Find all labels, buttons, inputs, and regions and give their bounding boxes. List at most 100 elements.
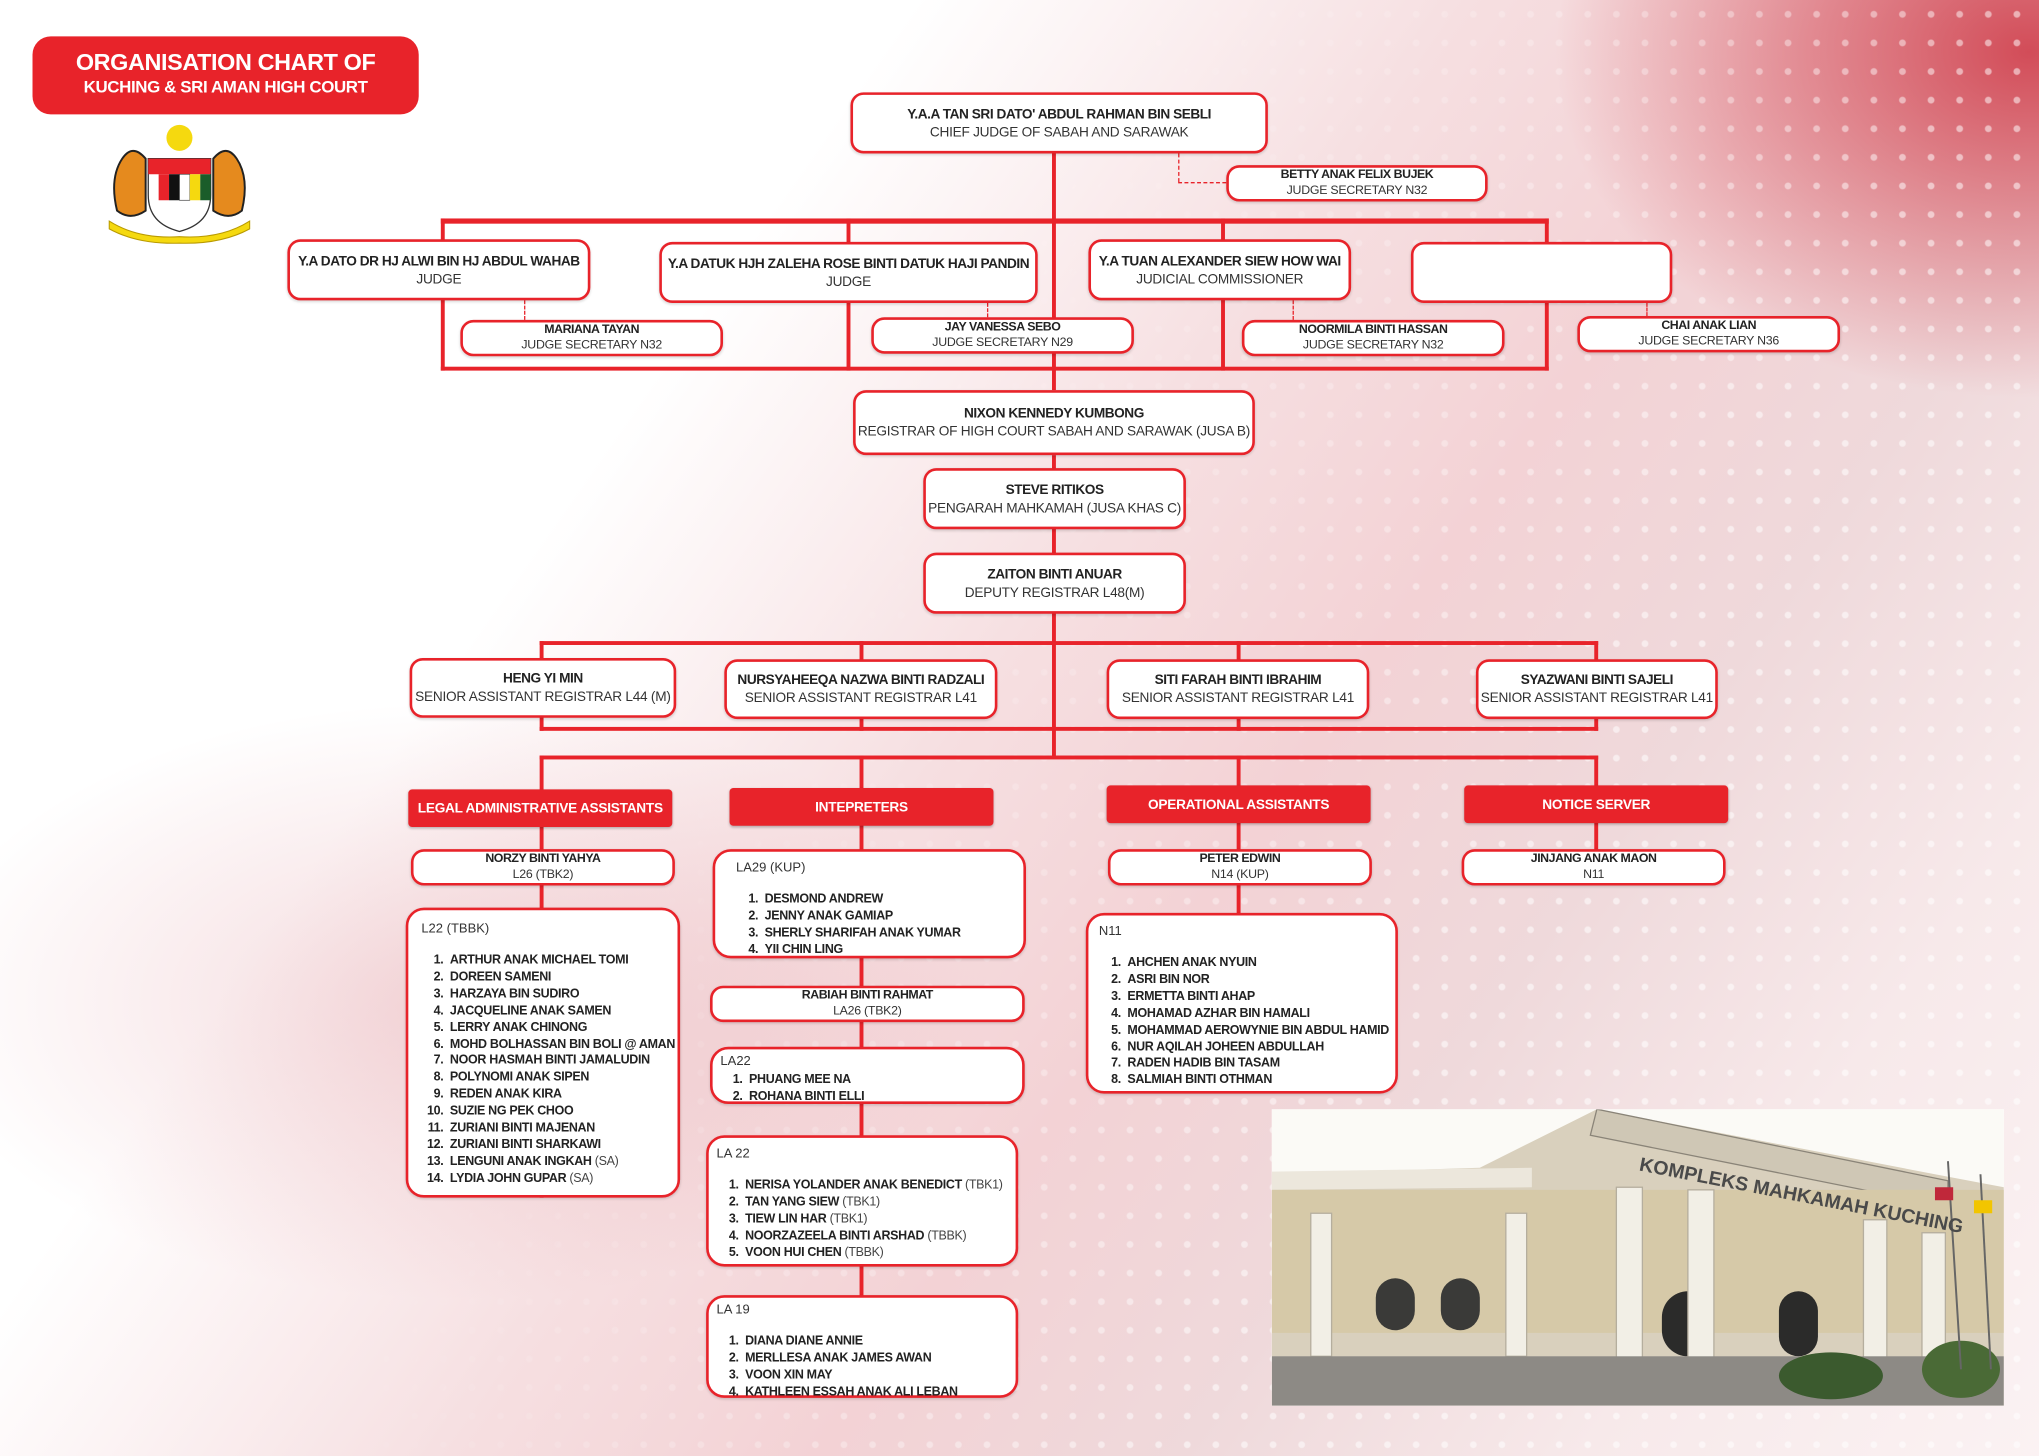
title-line-1: ORGANISATION CHART OF <box>75 49 376 76</box>
connector <box>859 755 864 1298</box>
person-title: JUDGE SECRETARY N29 <box>932 335 1073 350</box>
staff-name: AHCHEN ANAK NYUIN <box>1127 955 1257 971</box>
staff-name: JENNY ANAK GAMIAP <box>764 908 894 924</box>
item-number: 1. <box>748 892 759 907</box>
chief-judge-box: Y.A.A TAN SRI DATO' ABDUL RAHMAN BIN SEB… <box>850 92 1268 154</box>
list-item: 6.NUR AQILAH JOHEEN ABDULLAH <box>1099 1040 1382 1057</box>
list-item: 5.VOON HUI CHEN (TBBK) <box>717 1245 1003 1262</box>
item-number: 13. <box>427 1154 444 1169</box>
person-name: JAY VANESSA SEBO <box>944 319 1061 335</box>
list-item: 1.PHUANG MEE NA <box>720 1073 1009 1090</box>
staff-name: YII CHIN LING <box>764 942 844 957</box>
staff-name: MOHAMMAD AEROWYNIE BIN ABDUL HAMID <box>1127 1022 1389 1038</box>
item-number: 3. <box>1111 989 1121 1004</box>
person-title: JUDGE SECRETARY N36 <box>1638 334 1780 349</box>
staff-note: (TBK1) <box>965 1178 1003 1193</box>
person-title: N11 <box>1583 867 1605 882</box>
header-notice-server: NOTICE SERVER <box>1464 785 1729 824</box>
list-item: 12. ZURIANI BINTI SHARKAWI <box>421 1138 664 1155</box>
person-title: SENIOR ASSISTANT REGISTRAR L41 <box>744 690 977 707</box>
person-name: NIXON KENNEDY KUMBONG <box>964 405 1144 422</box>
grade-label: LA 22 <box>716 1146 750 1162</box>
person-name: SYAZWANI BINTI SAJELI <box>1520 672 1674 688</box>
staff-note: (TBK1) <box>842 1194 880 1210</box>
staff-name: NOOR HASMAH BINTI JAMALUDIN <box>449 1053 650 1069</box>
person-name: RABIAH BINTI RAHMAT <box>801 988 934 1003</box>
senior-assistant-registrar-box: NURSYAHEEQA NAZWA BINTI RADZALI SENIOR A… <box>724 659 998 720</box>
judge-box: Y.A TUAN ALEXANDER SIEW HOW WAI JUDICIAL… <box>1088 239 1352 301</box>
person-title: JUDGE SECRETARY N32 <box>1302 338 1444 353</box>
staff-name: PHUANG MEE NA <box>749 1072 851 1088</box>
staff-name: MOHD BOLHASSAN BIN BOLI @ AMAN <box>449 1037 676 1052</box>
connector <box>440 218 1549 224</box>
chief-secretary-box: BETTY ANAK FELIX BUJEK JUDGE SECRETARY N… <box>1226 165 1488 202</box>
item-number: 12. <box>427 1137 444 1153</box>
staff-name: MERLLESA ANAK JAMES AWAN <box>745 1350 932 1366</box>
grade-label: LA22 <box>720 1054 751 1069</box>
item-number: 6. <box>433 1037 444 1052</box>
staff-note: (SA) <box>569 1171 594 1186</box>
item-number: 5. <box>433 1020 444 1035</box>
person-title: SENIOR ASSISTANT REGISTRAR L41 <box>1480 690 1713 707</box>
list-item: 1.AHCHEN ANAK NYUIN <box>1099 956 1382 973</box>
staff-name: ZURIANI BINTI SHARKAWI <box>449 1137 601 1153</box>
person-title: CHIEF JUDGE OF SABAH AND SARAWAK <box>929 124 1189 140</box>
person-name: Y.A DATUK HJH ZALEHA ROSE BINTI DATUK HA… <box>667 255 1030 272</box>
person-name: STEVE RITIKOS <box>1005 481 1104 498</box>
staff-name: LYDIA JOHN GUPAR <box>449 1171 567 1186</box>
item-number: 2. <box>748 908 759 924</box>
item-number: 1. <box>728 1334 739 1349</box>
list-item: 4.NOORZAZEELA BINTI ARSHAD (TBBK) <box>717 1228 1003 1245</box>
person-name: NOORMILA BINTI HASSAN <box>1298 322 1448 337</box>
connector <box>1236 755 1241 915</box>
chart-title: ORGANISATION CHART OF KUCHING & SRI AMAN… <box>32 36 419 115</box>
person-name: Y.A.A TAN SRI DATO' ABDUL RAHMAN BIN SEB… <box>907 105 1212 122</box>
person-name: CHAI ANAK LIAN <box>1661 318 1757 333</box>
item-number: 8. <box>433 1070 444 1085</box>
dashed-connector <box>986 302 989 318</box>
person-name: Y.A DATO DR HJ ALWI BIN HJ ABDUL WAHAB <box>298 252 580 269</box>
staff-name: ROHANA BINTI ELLI <box>749 1089 865 1104</box>
person-title: JUDGE <box>826 273 871 290</box>
grade-label: LA29 (KUP) <box>736 860 806 876</box>
staff-name: JACQUELINE ANAK SAMEN <box>449 1003 612 1018</box>
list-item: 4. YII CHIN LING <box>736 942 1010 959</box>
staff-name: SUZIE NG PEK CHOO <box>449 1104 574 1119</box>
item-number: 2. <box>728 1194 739 1210</box>
list-item: 4.MOHAMAD AZHAR BIN HAMALI <box>1099 1006 1382 1023</box>
item-number: 5. <box>728 1245 739 1260</box>
item-number: 2. <box>433 969 444 985</box>
list-item: 11.ZURIANI BINTI MAJENAN <box>421 1121 664 1138</box>
item-number: 4. <box>1111 1006 1121 1021</box>
item-number: 4. <box>748 942 759 957</box>
person-title: JUDGE SECRETARY N32 <box>1286 183 1428 198</box>
interpreter-head-box: RABIAH BINTI RAHMAT LA26 (TBK2) <box>710 985 1025 1023</box>
person-title: SENIOR ASSISTANT REGISTRAR L44 (M) <box>415 689 671 705</box>
list-item: 1.NERISA YOLANDER ANAK BENEDICT (TBK1) <box>717 1178 1003 1195</box>
operational-head-box: PETER EDWIN N14 (KUP) <box>1107 849 1372 886</box>
person-title: JUDGE <box>416 271 462 287</box>
court-building-photo: KOMPLEKS MAHKAMAH KUCHING <box>1271 1109 2004 1406</box>
item-number: 2. <box>728 1350 739 1366</box>
person-title: PENGARAH MAHKAMAH (JUSA KHAS C) <box>928 499 1182 516</box>
director-box: STEVE RITIKOS PENGARAH MAHKAMAH (JUSA KH… <box>923 468 1186 530</box>
item-number: 1. <box>728 1178 739 1193</box>
staff-name: ZURIANI BINTI MAJENAN <box>449 1121 595 1136</box>
connector <box>1052 153 1056 391</box>
staff-name: VOON HUI CHEN <box>745 1245 842 1260</box>
list-item: 8.POLYNOMI ANAK SIPEN <box>421 1071 664 1088</box>
item-number: 7. <box>1111 1056 1121 1071</box>
dashed-connector <box>1178 182 1227 184</box>
senior-assistant-registrar-box: HENG YI MIN SENIOR ASSISTANT REGISTRAR L… <box>409 657 677 718</box>
list-item: 1.DIANA DIANE ANNIE <box>717 1334 1003 1351</box>
list-item: 9.REDEN ANAK KIRA <box>421 1087 664 1104</box>
connector <box>539 726 1599 731</box>
